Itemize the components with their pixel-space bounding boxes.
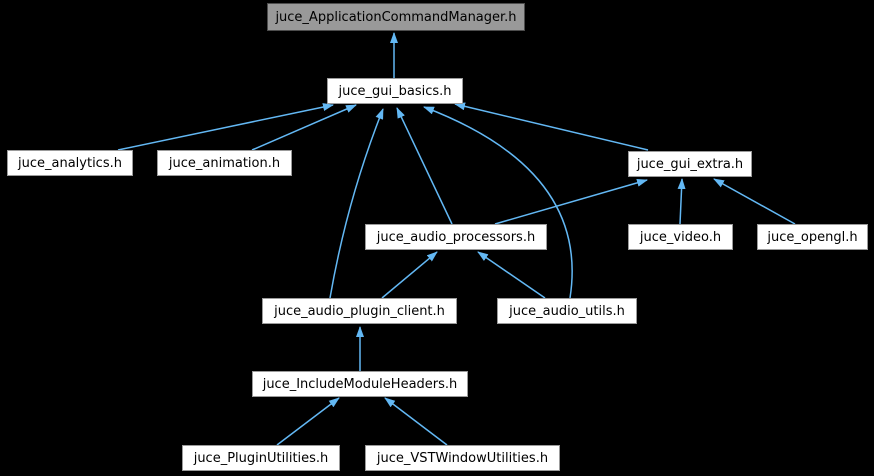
graph-node-label: juce_gui_basics.h — [338, 83, 452, 99]
edge-plugin_client-to-gui_basics — [329, 108, 384, 299]
graph-node-label: juce_audio_plugin_client.h — [274, 303, 445, 319]
graph-node-label: juce_audio_utils.h — [509, 303, 625, 319]
edge-audio_utils-to-audio_processors — [477, 251, 546, 299]
graph-node-gui_basics[interactable]: juce_gui_basics.h — [327, 78, 463, 104]
graph-node-animation[interactable]: juce_animation.h — [157, 150, 292, 176]
graph-node-label: juce_analytics.h — [18, 155, 122, 171]
graph-node-vst_window_utilities[interactable]: juce_VSTWindowUtilities.h — [365, 445, 560, 471]
graph-node-label: juce_VSTWindowUtilities.h — [376, 450, 549, 466]
graph-node-audio_utils[interactable]: juce_audio_utils.h — [497, 298, 637, 324]
edge-analytics-to-gui_basics — [117, 103, 334, 151]
edge-video-to-gui_extra — [677, 178, 686, 225]
graph-node-label: juce_PluginUtilities.h — [193, 450, 329, 466]
edge-vst_window_utilities-to-include_module_headers — [384, 397, 448, 446]
graph-node-label: juce_opengl.h — [767, 229, 858, 245]
graph-node-label: juce_gui_extra.h — [636, 156, 744, 172]
edge-group — [117, 32, 796, 446]
edge-audio_utils-to-gui_basics — [423, 106, 573, 299]
edge-opengl-to-gui_extra — [713, 178, 796, 225]
graph-node-label: juce_audio_processors.h — [376, 229, 536, 245]
graph-node-plugin_utilities[interactable]: juce_PluginUtilities.h — [182, 445, 340, 471]
graph-node-label: juce_IncludeModuleHeaders.h — [262, 376, 458, 392]
graph-node-analytics[interactable]: juce_analytics.h — [7, 150, 133, 176]
edge-audio_processors-to-gui_basics — [396, 107, 453, 225]
graph-node-label: juce_ApplicationCommandManager.h — [275, 9, 517, 25]
edge-plugin_client-to-audio_processors — [381, 251, 438, 299]
graph-node-plugin_client[interactable]: juce_audio_plugin_client.h — [262, 298, 457, 324]
edge-animation-to-gui_basics — [251, 104, 357, 151]
edge-plugin_utilities-to-include_module_headers — [276, 397, 340, 446]
graph-node-acm: juce_ApplicationCommandManager.h — [267, 3, 525, 31]
graph-node-opengl[interactable]: juce_opengl.h — [757, 224, 868, 250]
graph-node-label: juce_video.h — [639, 229, 722, 245]
graph-node-label: juce_animation.h — [168, 155, 281, 171]
edge-gui_extra-to-gui_basics — [454, 102, 649, 151]
graph-node-video[interactable]: juce_video.h — [628, 224, 733, 250]
graph-node-include_module_headers[interactable]: juce_IncludeModuleHeaders.h — [252, 371, 468, 397]
graph-node-gui_extra[interactable]: juce_gui_extra.h — [628, 151, 752, 177]
edge-audio_processors-to-gui_extra — [494, 178, 648, 225]
graph-node-audio_processors[interactable]: juce_audio_processors.h — [365, 224, 547, 250]
